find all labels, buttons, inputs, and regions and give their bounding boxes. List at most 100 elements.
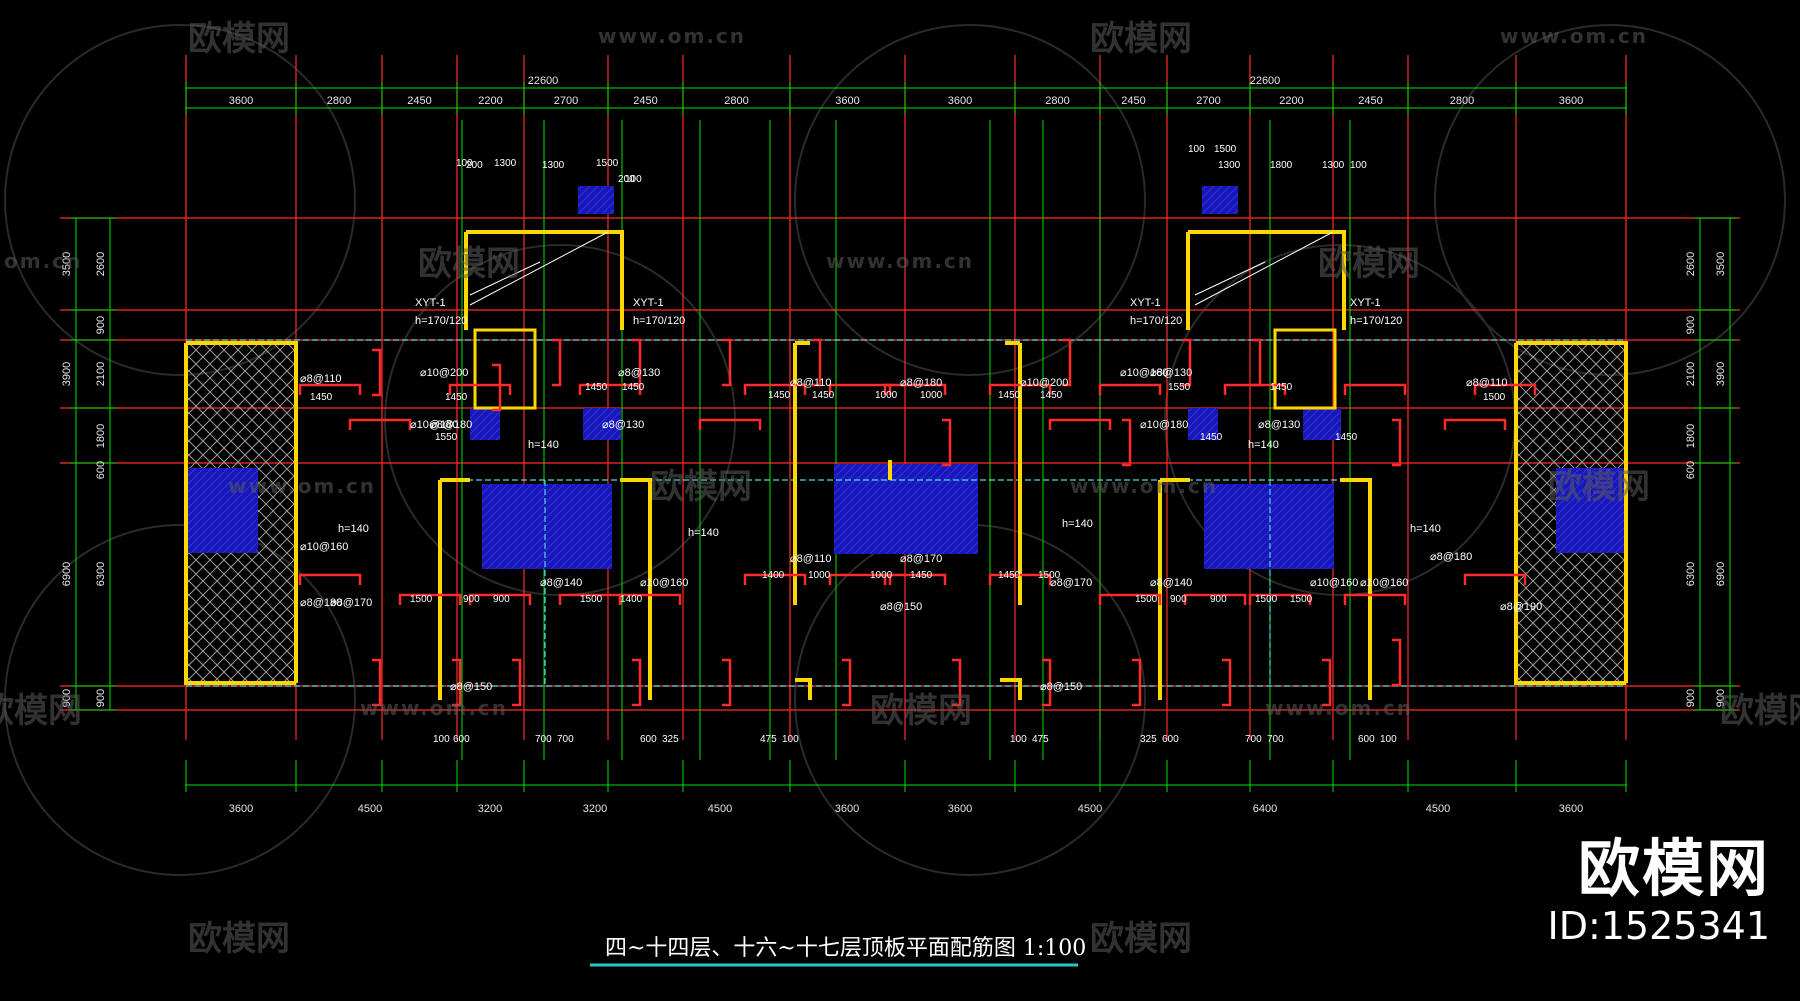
bar-length-label: 1450 [998, 390, 1021, 401]
left-dim-label: 3900 [61, 362, 73, 386]
rebar-label: ⌀10@200 [1020, 377, 1068, 389]
rebar-mark [1098, 593, 1162, 605]
total-dim-label: 22600 [1250, 75, 1281, 87]
bar-length-label: 1450 [1040, 390, 1063, 401]
rebar-label: ⌀8@150 [450, 681, 492, 693]
drawing-title: 四~十四层、十六~十七层顶板平面配筋图 1:100 [605, 936, 1086, 961]
small-dim-label: 700 [557, 734, 574, 745]
bar-length-label: 1500 [580, 594, 603, 605]
top-dim-label: 2800 [724, 95, 748, 107]
small-dim-label: 325 [1140, 734, 1157, 745]
rebar-label: ⌀8@130 [618, 367, 660, 379]
rebar-label: ⌀8@110 [300, 373, 341, 385]
stair-label: XYT-1 [633, 297, 664, 309]
svg-text:www.om.cn: www.om.cn [1265, 696, 1413, 720]
rebar-label: ⌀8@180 [900, 377, 942, 389]
rebar-mark [883, 573, 947, 585]
rebar-mark-vertical [1062, 338, 1072, 387]
bar-length-label: 1450 [1270, 382, 1293, 393]
rebar-label: ⌀8@110 [790, 553, 831, 565]
svg-text:欧模网: 欧模网 [1720, 691, 1800, 731]
wall-columns [184, 230, 1628, 700]
rebar-mark-vertical [1042, 658, 1052, 707]
bar-length-label: 1400 [762, 570, 785, 581]
right-dim-label: 3500 [1715, 252, 1727, 276]
stair-label: XYT-1 [415, 297, 446, 309]
rebar-mark-vertical [512, 658, 522, 707]
bar-length-label: 1450 [310, 392, 333, 403]
brand-id: ID:1525341 [1547, 904, 1770, 948]
left-dim-label: 2100 [95, 362, 107, 386]
svg-text:www.om.cn: www.om.cn [1070, 474, 1218, 498]
bar-length-label: 1400 [620, 594, 643, 605]
rebar-mark-vertical [372, 658, 382, 707]
right-dim-label: 2600 [1685, 252, 1697, 276]
rebar-mark-vertical [722, 338, 732, 387]
top-dim-label: 2200 [478, 95, 502, 107]
small-dim-label: 325 [662, 734, 679, 745]
small-dim-label: 475 [760, 734, 777, 745]
rebar-mark [1048, 418, 1112, 430]
top-dim-label: 2450 [1121, 95, 1145, 107]
rebar-mark-vertical [1252, 338, 1262, 387]
upper-dim-label: 1500 [1214, 144, 1237, 155]
svg-text:欧模网: 欧模网 [418, 244, 520, 284]
bar-length-label: 1450 [1200, 432, 1223, 443]
rebar-mark [1473, 383, 1537, 395]
rebar-mark-vertical [632, 658, 642, 707]
svg-text:www.om.cn: www.om.cn [1500, 24, 1648, 48]
rebar-mark [298, 383, 362, 395]
bar-length-label: 1500 [1255, 594, 1278, 605]
rebar-mark-vertical [1322, 658, 1332, 707]
rebar-label: ⌀8@170 [330, 597, 372, 609]
rebar-label: ⌀8@130 [602, 419, 644, 431]
top-dim-label: 3600 [1559, 95, 1583, 107]
small-dim-label: 700 [1267, 734, 1284, 745]
rebar-mark [828, 573, 892, 585]
upper-dim-label: 1300 [494, 158, 517, 169]
stair-label: XYT-1 [1350, 297, 1381, 309]
small-dim-label: 100 [782, 734, 799, 745]
rebar-label: ⌀8@180 [430, 419, 472, 431]
rebar-mark [298, 573, 362, 585]
bar-length-label: 1450 [585, 382, 608, 393]
slab-thickness: h=140 [1062, 518, 1093, 530]
svg-text:www.om.cn: www.om.cn [826, 249, 974, 273]
watermarks: 欧模网 www.om.cn 欧模网 www.om.cn 欧模网 www.om.c… [0, 19, 1800, 959]
right-dim-label: 3900 [1715, 362, 1727, 386]
slab-thickness: h=140 [1248, 439, 1279, 451]
left-dim-label: 900 [95, 689, 107, 707]
rebar-mark-vertical [1392, 638, 1402, 687]
rebar-mark-vertical [552, 338, 562, 387]
top-dim-label: 3600 [229, 95, 253, 107]
upper-dim-label: 100 [1350, 160, 1367, 171]
top-dim-label: 2450 [633, 95, 657, 107]
rebar-mark [698, 418, 762, 430]
left-dim-label: 2600 [95, 252, 107, 276]
slab-thickness: h=140 [1410, 523, 1441, 535]
bar-length-label: 900 [1170, 594, 1187, 605]
slab-thickness: h=140 [688, 527, 719, 539]
bottom-dim-label: 3200 [583, 803, 607, 815]
left-dim-label: 900 [95, 316, 107, 334]
rebar-label: ⌀8@140 [1150, 577, 1192, 589]
bar-length-label: 1450 [622, 382, 645, 393]
wall-segment [438, 680, 1372, 700]
svg-text:www.om.cn: www.om.cn [598, 24, 746, 48]
wall-segment [795, 678, 1022, 700]
rebar-mark-vertical [1222, 658, 1232, 707]
small-dim-label: 475 [1032, 734, 1049, 745]
slab-thickness: h=140 [528, 439, 559, 451]
rebar-mark [1443, 418, 1507, 430]
bar-length-label: 1000 [920, 390, 943, 401]
bottom-dim-label: 3600 [835, 803, 859, 815]
wall-segment [1158, 478, 1372, 690]
bottom-dim-label: 4500 [1078, 803, 1102, 815]
upper-dim-label: 1300 [1218, 160, 1241, 171]
rebar-mark [468, 593, 532, 605]
rebar-mark [1183, 593, 1247, 605]
stair-left [469, 231, 609, 410]
left-dim-label: 6300 [95, 562, 107, 586]
bottom-dim-label: 3600 [229, 803, 253, 815]
